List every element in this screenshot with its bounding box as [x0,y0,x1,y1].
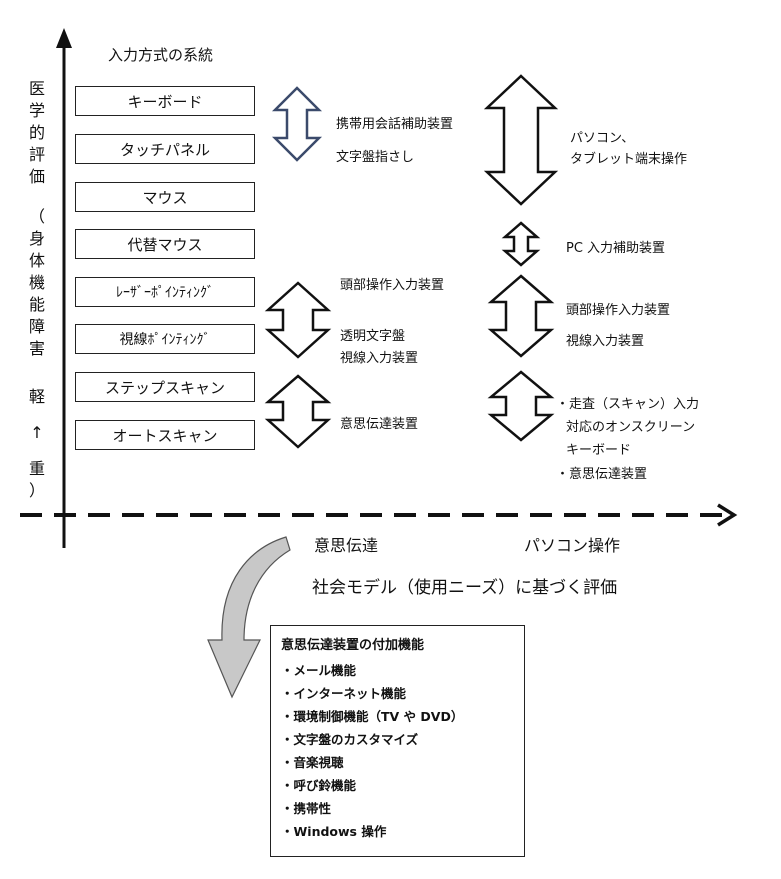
features-panel-title: 意思伝達装置の付加機能 [281,638,425,653]
feature-item: ・呼び鈴機能 [281,778,357,793]
vtitle-char: 害 [28,339,45,358]
vtitle-char: 能 [28,295,45,314]
horizontal-axis-arrowhead [717,503,738,527]
feature-item: ・音楽視聴 [281,755,344,770]
pc-label-keyboard: キーボード [566,443,632,458]
pc-label-gaze-input: 視線入力装置 [566,334,645,349]
comm-label-letter-board: 文字盤指さし [336,150,415,165]
feature-item: ・文字盤のカスタマイズ [281,732,419,747]
double-arrow-pc-1 [483,74,559,206]
vtitle-char: 評 [28,145,45,164]
pc-label-input-aid: PC 入力補助装置 [566,241,666,256]
input-method-alt-mouse: 代替マウス [75,229,255,259]
x-axis-caption: 社会モデル（使用ニーズ）に基づく評価 [312,578,618,598]
input-method-keyboard: キーボード [75,86,255,116]
vtitle-char: 重 [28,459,45,478]
feature-item: ・メール機能 [281,663,357,678]
pc-label-onscreen: 対応のオンスクリーン [566,420,696,435]
input-method-mouse: マウス [75,182,255,212]
input-method-gaze-pointing: 視線ﾎﾟｲﾝﾃｨﾝｸﾞ [75,324,255,354]
vtitle-char: 障 [28,317,45,336]
double-arrow-pc-2 [501,221,541,267]
vtitle-char: 価 [28,167,45,186]
vertical-axis-arrowhead [56,28,72,48]
pc-label-head-input: 頭部操作入力装置 [566,303,671,318]
pc-label-comm-device: ・意思伝達装置 [556,467,648,482]
comm-label-portable-aid: 携帯用会話補助装置 [336,117,454,132]
vtitle-char: 医 [28,79,45,98]
vtitle-char: ） [28,481,45,500]
vertical-axis-title: 医 学 的 評 価 （ 身 体 機 能 障 害 軽 ↑ 重 ） [26,78,48,502]
comm-label-head-input: 頭部操作入力装置 [340,278,445,293]
vtitle-char: 機 [28,273,45,292]
input-method-step-scan: ステップスキャン [75,372,255,402]
comm-label-clear-board: 透明文字盤 [340,329,406,344]
x-axis-left-label: 意思伝達 [314,536,379,555]
vtitle-char: 軽 [28,387,45,406]
vtitle-char: ↑ [30,423,44,442]
double-arrow-comm-1 [271,86,323,162]
input-method-auto-scan: オートスキャン [75,420,255,450]
feature-item: ・インターネット機能 [281,686,407,701]
top-title: 入力方式の系統 [108,46,214,64]
input-method-laser-pointing: ﾚｰｻﾞｰﾎﾟｲﾝﾃｨﾝｸﾞ [75,277,255,307]
vtitle-char: （ [28,207,45,226]
x-axis-right-label: パソコン操作 [524,536,621,555]
comm-label-communication-device: 意思伝達装置 [340,417,419,432]
feature-item: ・Windows 操作 [281,824,387,839]
comm-label-gaze-input: 視線入力装置 [340,351,419,366]
feature-item: ・環境制御機能（TV や DVD） [281,709,464,724]
vtitle-char: 身 [28,229,45,248]
vtitle-char: 体 [28,251,45,270]
curved-arrow [207,536,291,699]
input-method-touchpanel: タッチパネル [75,134,255,164]
double-arrow-pc-3 [487,274,555,358]
vtitle-char: 的 [28,123,45,142]
vtitle-char: 学 [28,101,45,120]
double-arrow-comm-2 [264,281,332,359]
pc-label-scan-input: ・走査（スキャン）入力 [556,397,700,412]
pc-label-tablet: タブレット端末操作 [570,152,688,167]
double-arrow-comm-3 [264,374,332,449]
pc-label-computer: パソコン、 [570,131,635,146]
double-arrow-pc-4 [487,370,555,442]
feature-item: ・携帯性 [281,801,332,816]
features-panel: 意思伝達装置の付加機能 ・メール機能 ・インターネット機能 ・環境制御機能（TV… [270,625,525,857]
